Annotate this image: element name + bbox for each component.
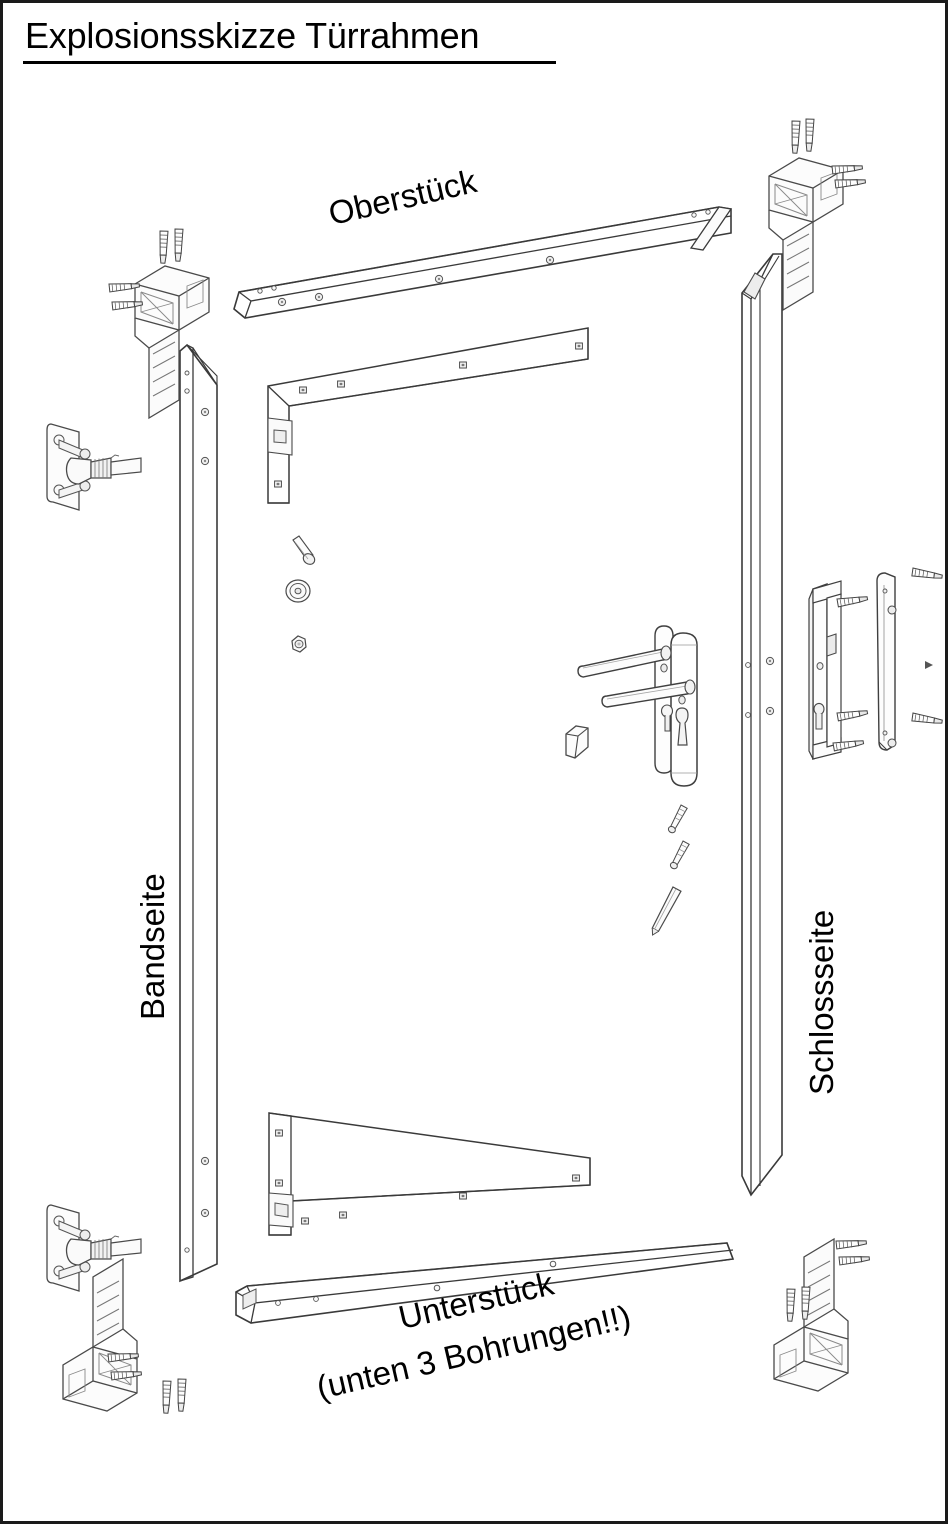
part-left-post [179, 343, 218, 1283]
title-underline [23, 61, 556, 64]
part-handle-set [577, 625, 698, 787]
part-angle-bracket-bottom [268, 1112, 591, 1236]
part-mortise-lock [808, 580, 869, 760]
part-screws-handle [667, 804, 690, 870]
part-top-rail [233, 206, 733, 319]
part-angle-bracket-top [267, 327, 589, 504]
part-hinge-upper [46, 423, 142, 511]
part-latch-block [565, 725, 589, 759]
part-bolt [292, 535, 316, 565]
label-lock-side: Schlossseite [803, 909, 840, 1095]
page-title: Explosionsskizze Türrahmen [25, 15, 480, 56]
part-corner-connector-bottom-right [773, 1237, 871, 1392]
part-corner-connector-bottom-left [62, 1258, 187, 1414]
label-hinge-side: Bandseite [134, 873, 171, 1020]
part-bottom-rail [235, 1242, 735, 1324]
part-corner-connector-top-right [768, 118, 867, 311]
part-spindle [651, 886, 682, 936]
part-washer [285, 579, 311, 603]
part-right-post [741, 253, 783, 1197]
part-strike-plate [876, 567, 944, 751]
part-nut [291, 635, 307, 653]
exploded-assembly-drawing [46, 118, 944, 1414]
